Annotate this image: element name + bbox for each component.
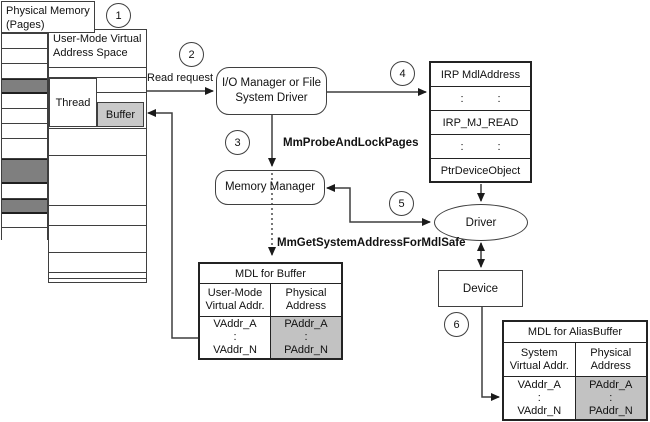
physical-memory-column (1, 33, 48, 241)
mdl-for-buffer-table: MDL for Buffer User-Mode Virtual Addr. V… (198, 262, 343, 360)
mdl-alias-col2-cells: PAddr_A : PAddr_N (575, 377, 646, 419)
mdl-alias-col2-header: Physical Address (575, 343, 646, 377)
physical-page-free (2, 214, 47, 228)
physical-page-used (2, 199, 47, 214)
buffer-label: Buffer (105, 108, 136, 121)
step-circle-4: 4 (390, 61, 415, 86)
vas-row-line (48, 205, 147, 206)
step-circle-2: 2 (179, 42, 204, 67)
arrow-memory-manager-driver (326, 184, 431, 226)
physical-page-used (2, 79, 47, 94)
mdl-buffer-col-physical: Physical Address PAddr_A : PAddr_N (270, 284, 341, 358)
vas-row-line (48, 225, 147, 226)
physical-page-free (2, 34, 47, 49)
memory-manager-label: Memory Manager (224, 181, 316, 194)
step-circle-5: 5 (389, 191, 414, 216)
physical-memory-title-line1: Physical Memory (6, 5, 90, 17)
irp-colon: : (497, 92, 501, 105)
irp-row-ptr-device-object: PtrDeviceObject (440, 165, 521, 177)
irp-row-ellipsis: : : (431, 135, 530, 159)
irp-structure-table: IRP MdlAddress : : IRP_MJ_READ : : PtrDe… (429, 61, 532, 183)
physical-page-free (2, 139, 47, 159)
irp-colon: : (497, 140, 501, 153)
vas-row-line (97, 92, 147, 93)
vas-row-line (48, 252, 147, 253)
physical-page-free (2, 49, 47, 64)
driver-ellipse: Driver (434, 204, 528, 241)
mdl-buffer-title: MDL for Buffer (200, 264, 341, 284)
mdl-alias-title: MDL for AliasBuffer (504, 322, 646, 343)
thread-label: Thread (55, 96, 91, 109)
device-box: Device (438, 270, 523, 307)
vas-row-line (48, 272, 147, 273)
physical-page-free (2, 109, 47, 124)
mdl-alias-col1-header: System Virtual Addr. (504, 343, 575, 377)
physical-page-free (2, 184, 47, 199)
mmprobeandlockpages-label: MmProbeAndLockPages (283, 137, 419, 149)
thread-box: Thread (49, 78, 97, 127)
device-label: Device (462, 282, 499, 295)
memory-manager-box: Memory Manager (215, 170, 325, 205)
mmgetsystemaddressformdlsafe-label: MmGetSystemAddressForMdlSafe (277, 237, 466, 249)
physical-memory-title-line2: (Pages) (6, 19, 45, 31)
physical-page-free (2, 228, 47, 241)
arrow-mdl-buffer-to-buffer (147, 109, 198, 339)
mdl-alias-col-physical: Physical Address PAddr_A : PAddr_N (574, 343, 646, 419)
mdl-buffer-col1-cells: VAddr_A : VAddr_N (213, 318, 257, 356)
irp-colon: : (460, 140, 464, 153)
read-request-label: Read request (147, 72, 214, 84)
irp-row-mdl-address: IRP MdlAddress (431, 63, 530, 87)
irp-row-ellipsis: : : (431, 87, 530, 111)
mdl-alias-col-virtual: System Virtual Addr. VAddr_A : VAddr_N (504, 343, 575, 419)
physical-page-free (2, 124, 47, 139)
driver-label: Driver (465, 216, 497, 229)
irp-row-mj-read: IRP_MJ_READ (431, 111, 530, 135)
mdl-alias-col1-cells: VAddr_A : VAddr_N (517, 378, 562, 417)
io-manager-box: I/O Manager or File System Driver (216, 67, 327, 115)
io-manager-label-line2: System Driver (235, 92, 308, 104)
physical-page-free (2, 94, 47, 109)
physical-memory-rows (2, 34, 47, 241)
vas-row-line (48, 67, 147, 68)
vas-row-line (48, 77, 147, 78)
buffer-box: Buffer (97, 102, 144, 127)
step-circle-6: 6 (444, 312, 469, 337)
mdl-buffer-col1-header: User-Mode Virtual Addr. (200, 284, 270, 317)
physical-page-free (2, 64, 47, 79)
arrow-device-to-mdl-alias (481, 307, 500, 401)
vas-row-line (48, 128, 147, 129)
physical-memory-label-box: Physical Memory (Pages) (1, 1, 95, 33)
vas-row-line (48, 278, 147, 279)
vas-row-line (48, 155, 147, 156)
step-circle-1: 1 (106, 3, 131, 28)
mdl-buffer-col2-header: Physical Address (271, 284, 341, 317)
io-manager-label-line1: I/O Manager or File (221, 77, 322, 90)
physical-page-used (2, 159, 47, 184)
mdl-buffer-col2-cells: PAddr_A : PAddr_N (271, 317, 341, 358)
step-circle-3: 3 (225, 130, 250, 155)
user-mode-address-space-title: User-Mode Virtual Address Space (53, 33, 142, 59)
mdl-buffer-col-virtual: User-Mode Virtual Addr. VAddr_A : VAddr_… (200, 284, 270, 358)
irp-colon: : (460, 92, 464, 105)
user-mode-address-space-box (48, 29, 147, 283)
mdl-for-aliasbuffer-table: MDL for AliasBuffer System Virtual Addr.… (502, 320, 648, 421)
